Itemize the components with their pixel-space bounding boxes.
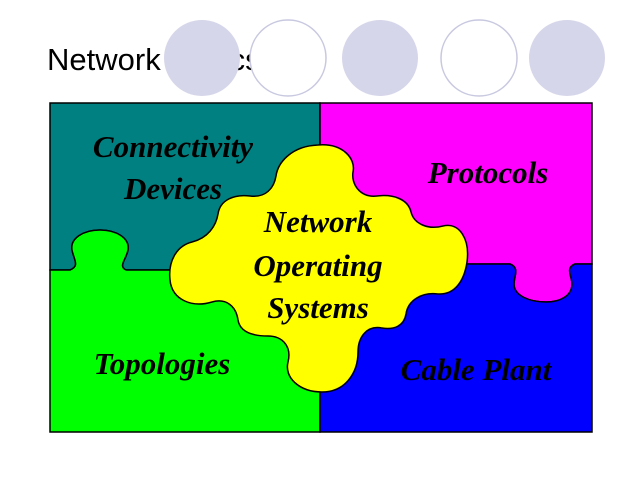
label-protocols: Protocols — [427, 155, 549, 190]
decor-circle-4 — [440, 19, 518, 97]
label-nos: Network Operating Systems — [253, 204, 382, 325]
label-connectivity-line-1: Connectivity — [93, 129, 253, 164]
label-nos-line-2: Operating — [253, 248, 382, 283]
label-nos-line-1: Network — [263, 204, 373, 239]
label-topologies: Topologies — [94, 346, 231, 381]
decor-circle-5 — [529, 20, 605, 96]
decor-circle-2 — [249, 19, 327, 97]
puzzle-piece-nos — [168, 144, 469, 393]
decor-circle-1 — [164, 20, 240, 96]
label-connectivity: Connectivity Devices — [93, 129, 253, 206]
decor-circle-3 — [342, 20, 418, 96]
label-nos-line-3: Systems — [267, 290, 369, 325]
label-connectivity-line-2: Devices — [123, 171, 222, 206]
label-cable-plant: Cable Plant — [401, 352, 553, 387]
